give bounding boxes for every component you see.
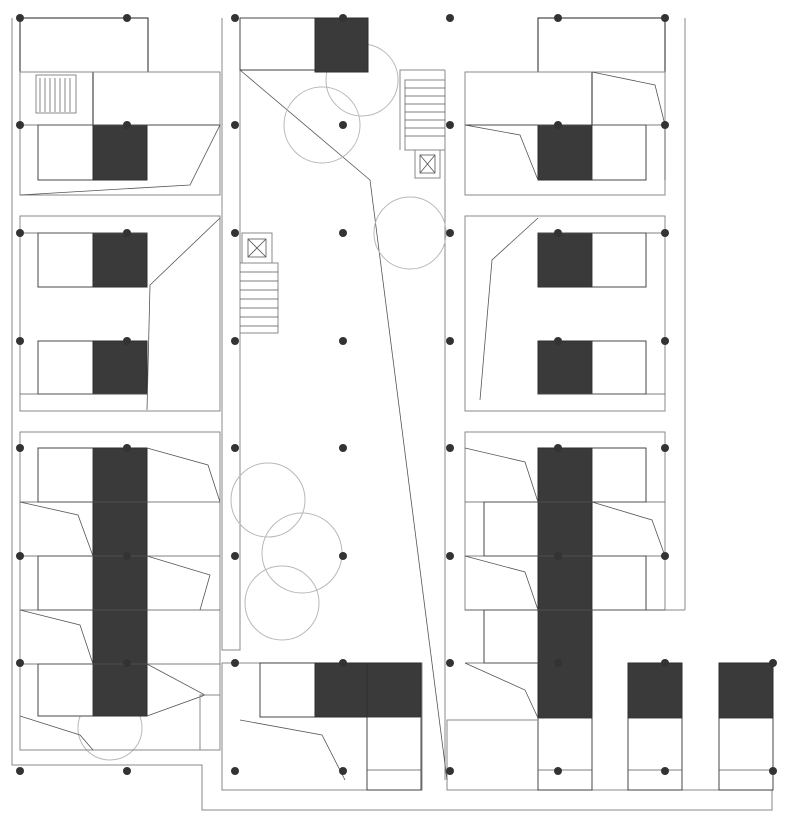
column-dot <box>446 444 454 452</box>
column-dot <box>16 337 24 345</box>
column-dot <box>123 337 131 345</box>
column-dot <box>339 767 347 775</box>
column-dot <box>16 552 24 560</box>
column-dot <box>446 14 454 22</box>
column-dot <box>16 767 24 775</box>
center-top-block <box>239 17 369 73</box>
column-dot <box>769 659 777 667</box>
elevator-symbol <box>414 149 441 179</box>
column-dot <box>231 444 239 452</box>
column-dot <box>339 14 347 22</box>
column-dot <box>231 659 239 667</box>
column-dot <box>554 14 562 22</box>
column-dot <box>123 229 131 237</box>
column-dot <box>769 767 777 775</box>
column-dot <box>123 14 131 22</box>
column-dot <box>446 337 454 345</box>
column-dot <box>446 659 454 667</box>
right-middle-block <box>464 215 666 412</box>
left-middle-block <box>19 215 221 412</box>
column-dot <box>16 14 24 22</box>
column-dot <box>446 121 454 129</box>
column-dot <box>661 229 669 237</box>
stair-symbol <box>239 262 279 334</box>
column-dot <box>339 444 347 452</box>
column-dot <box>554 767 562 775</box>
right-bottom-block <box>464 431 666 791</box>
column-dot <box>339 121 347 129</box>
column-dot <box>231 552 239 560</box>
column-dot <box>123 121 131 129</box>
column-dot <box>446 552 454 560</box>
tree-circle <box>230 462 306 538</box>
tree-circle <box>261 512 343 594</box>
column-dot <box>661 552 669 560</box>
column-dot <box>231 229 239 237</box>
tree-group <box>77 43 447 761</box>
column-dot <box>554 552 562 560</box>
column-dot <box>446 767 454 775</box>
column-grid <box>16 14 777 775</box>
elevator-symbol <box>241 232 273 264</box>
tree-circle <box>373 196 447 270</box>
column-dot <box>339 659 347 667</box>
column-dot <box>554 229 562 237</box>
column-dot <box>554 444 562 452</box>
column-dot <box>661 121 669 129</box>
column-dot <box>661 337 669 345</box>
column-dot <box>554 121 562 129</box>
column-dot <box>16 444 24 452</box>
column-dot <box>16 229 24 237</box>
column-dot <box>554 337 562 345</box>
column-dot <box>446 229 454 237</box>
right-small-towers <box>627 662 774 791</box>
stair-symbol <box>404 79 446 151</box>
column-dot <box>231 121 239 129</box>
column-dot <box>123 552 131 560</box>
column-dot <box>661 14 669 22</box>
left-bottom-block <box>19 431 221 751</box>
column-dot <box>339 552 347 560</box>
left-top-block <box>19 17 221 196</box>
stair-symbol <box>35 74 77 114</box>
column-dot <box>661 444 669 452</box>
column-dot <box>339 229 347 237</box>
column-dot <box>231 337 239 345</box>
column-dot <box>661 767 669 775</box>
column-dot <box>123 659 131 667</box>
column-dot <box>16 659 24 667</box>
column-dot <box>554 659 562 667</box>
site-boundary <box>11 18 773 811</box>
column-dot <box>231 14 239 22</box>
tree-circle <box>283 86 361 164</box>
center-bottom-block <box>221 662 423 791</box>
column-dot <box>339 337 347 345</box>
column-dot <box>123 444 131 452</box>
column-dot <box>231 767 239 775</box>
column-dot <box>661 659 669 667</box>
right-top-block <box>464 17 666 196</box>
column-dot <box>123 767 131 775</box>
tree-circle <box>244 565 320 641</box>
column-dot <box>16 121 24 129</box>
